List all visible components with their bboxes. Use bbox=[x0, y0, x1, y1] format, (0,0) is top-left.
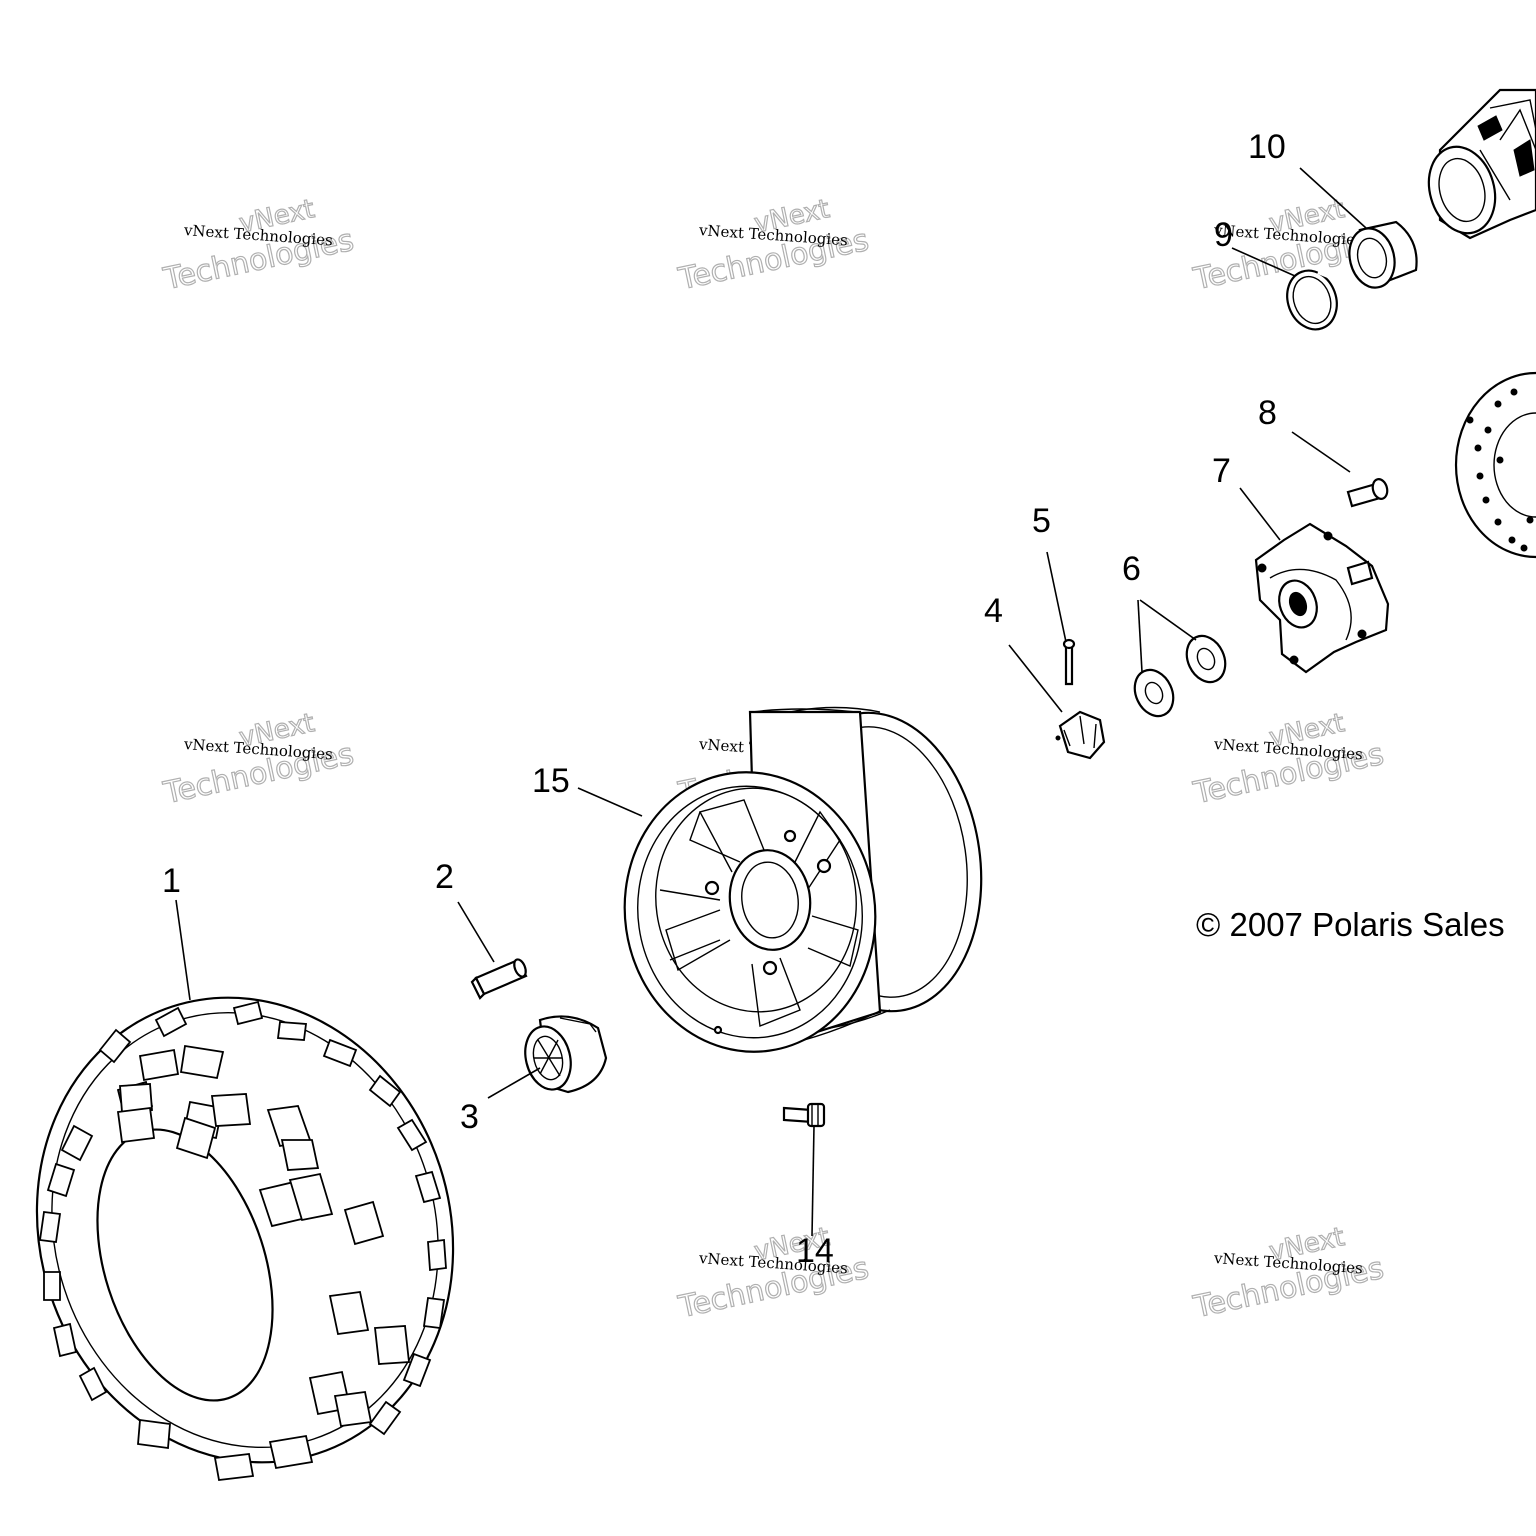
washer-rear[interactable] bbox=[1180, 630, 1233, 689]
brake-disc[interactable] bbox=[1454, 371, 1536, 559]
leader-lines bbox=[175, 167, 1367, 1237]
callout-7[interactable]: 7 bbox=[1212, 452, 1231, 490]
washer-front[interactable] bbox=[1128, 664, 1181, 723]
hub[interactable] bbox=[1254, 522, 1390, 674]
wheel-stud[interactable] bbox=[782, 1102, 826, 1128]
tire[interactable] bbox=[0, 943, 513, 1517]
wheel-spokes bbox=[659, 799, 859, 1027]
callout-5[interactable]: 5 bbox=[1032, 502, 1051, 540]
brake-disc-holes bbox=[1466, 388, 1534, 552]
copyright-notice: © 2007 Polaris Sales bbox=[1196, 906, 1505, 943]
callout-3[interactable]: 3 bbox=[460, 1098, 479, 1136]
wheel[interactable] bbox=[607, 700, 1000, 1068]
cotter-pin[interactable] bbox=[1062, 638, 1076, 686]
callout-9[interactable]: 9 bbox=[1214, 216, 1233, 254]
castle-nut[interactable] bbox=[1055, 710, 1106, 760]
callouts: 1 2 3 4 5 6 7 8 9 10 14 15 bbox=[162, 128, 1286, 1270]
callout-2[interactable]: 2 bbox=[435, 858, 454, 896]
valve-stem[interactable] bbox=[470, 958, 528, 1000]
hub-cap[interactable] bbox=[519, 1015, 608, 1094]
snap-ring[interactable] bbox=[1279, 264, 1345, 337]
callout-8[interactable]: 8 bbox=[1258, 394, 1277, 432]
steering-knuckle[interactable] bbox=[1419, 88, 1536, 241]
tire-tread bbox=[38, 1000, 447, 1481]
callout-4[interactable]: 4 bbox=[984, 592, 1003, 630]
callout-6[interactable]: 6 bbox=[1122, 550, 1141, 588]
callout-10[interactable]: 10 bbox=[1248, 128, 1286, 166]
callout-1[interactable]: 1 bbox=[162, 862, 181, 900]
callout-15[interactable]: 15 bbox=[532, 762, 570, 800]
callout-14[interactable]: 14 bbox=[796, 1232, 834, 1270]
bolt[interactable] bbox=[1346, 478, 1389, 508]
bearing[interactable] bbox=[1343, 220, 1418, 292]
